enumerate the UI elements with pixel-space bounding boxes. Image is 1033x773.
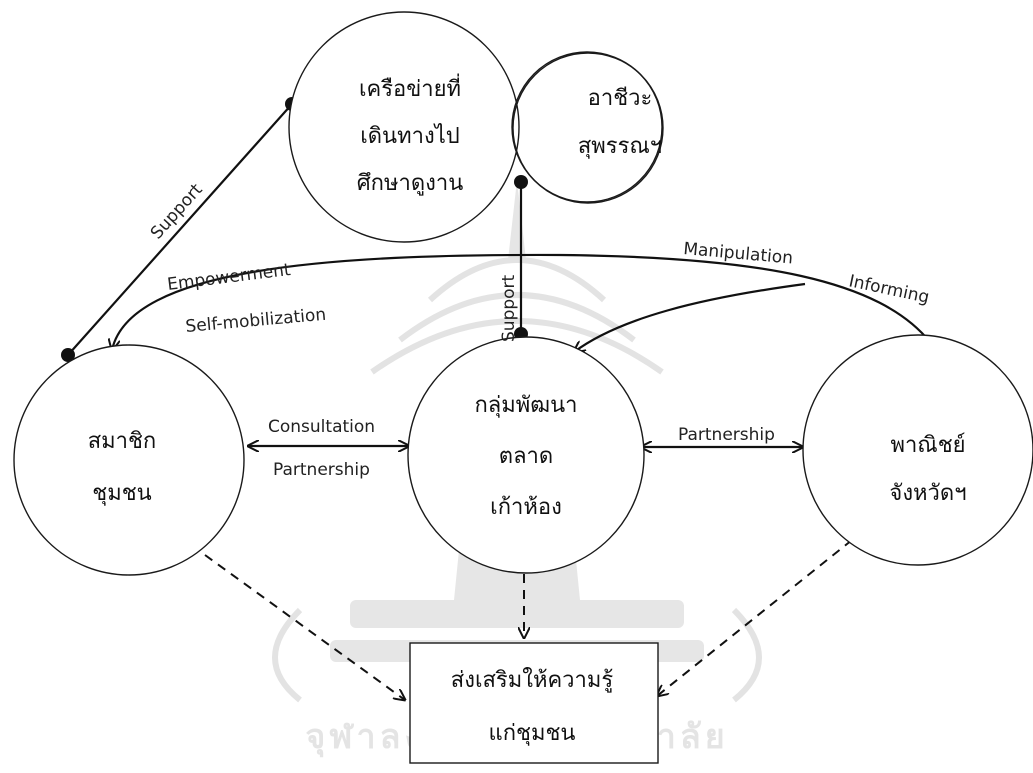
target-box: ส่งเสริมให้ความรู้ แก่ชุมชน bbox=[409, 642, 659, 764]
label-support-center: Support bbox=[499, 274, 519, 342]
node-occupation-outline bbox=[512, 52, 664, 204]
target-box-rect bbox=[409, 642, 659, 764]
node-members-line1: สมาชิก bbox=[88, 429, 157, 454]
node-circle bbox=[288, 11, 520, 243]
support-link-members-network bbox=[67, 103, 293, 356]
node-occupation-line2: สุพรรณฯ bbox=[578, 134, 662, 159]
dashed-arrow-commerce-to-box bbox=[657, 539, 853, 696]
target-box-line2: แก่ชุมชน bbox=[489, 721, 576, 746]
node-occupation-line1: อาชีวะ bbox=[588, 86, 653, 111]
label-partnership-right: Partnership bbox=[678, 425, 775, 445]
node-dev-group: กลุ่มพัฒนา ตลาด เก้าห้อง bbox=[407, 336, 645, 574]
node-circle bbox=[407, 336, 645, 574]
node-network-line2: เดินทางไป bbox=[360, 123, 459, 149]
node-members-line2: ชุมชน bbox=[92, 481, 151, 506]
label-empowerment: Empowerment bbox=[166, 260, 292, 295]
node-network: เครือข่ายที่ เดินทางไป ศึกษาดูงาน bbox=[288, 11, 520, 243]
connector-dot bbox=[61, 348, 75, 362]
node-dev-group-line2: ตลาด bbox=[499, 444, 553, 469]
node-network-line3: ศึกษาดูงาน bbox=[357, 171, 464, 196]
node-occupation: อาชีวะ สุพรรณฯ bbox=[511, 51, 663, 203]
label-consultation: Consultation bbox=[268, 417, 375, 437]
target-box-line1: ส่งเสริมให้ความรู้ bbox=[451, 667, 614, 693]
label-partnership-left: Partnership bbox=[273, 460, 370, 480]
node-dev-group-line3: เก้าห้อง bbox=[490, 495, 562, 520]
node-commerce: พาณิชย์ จังหวัดฯ bbox=[802, 334, 1033, 566]
label-informing: Informing bbox=[847, 271, 931, 308]
node-circle bbox=[13, 344, 245, 576]
node-dev-group-line1: กลุ่มพัฒนา bbox=[474, 393, 577, 418]
node-circle bbox=[511, 51, 663, 203]
node-commerce-line1: พาณิชย์ bbox=[890, 433, 965, 458]
label-self-mobilization: Self-mobilization bbox=[185, 305, 327, 337]
connector-dot bbox=[514, 175, 528, 189]
node-commerce-line2: จังหวัดฯ bbox=[889, 481, 966, 506]
node-members: สมาชิก ชุมชน bbox=[13, 344, 245, 576]
label-manipulation: Manipulation bbox=[683, 239, 794, 268]
informing-arrow bbox=[574, 282, 806, 352]
node-network-line1: เครือข่ายที่ bbox=[359, 73, 461, 102]
node-circle bbox=[802, 334, 1033, 566]
empowerment-arc bbox=[112, 253, 931, 350]
